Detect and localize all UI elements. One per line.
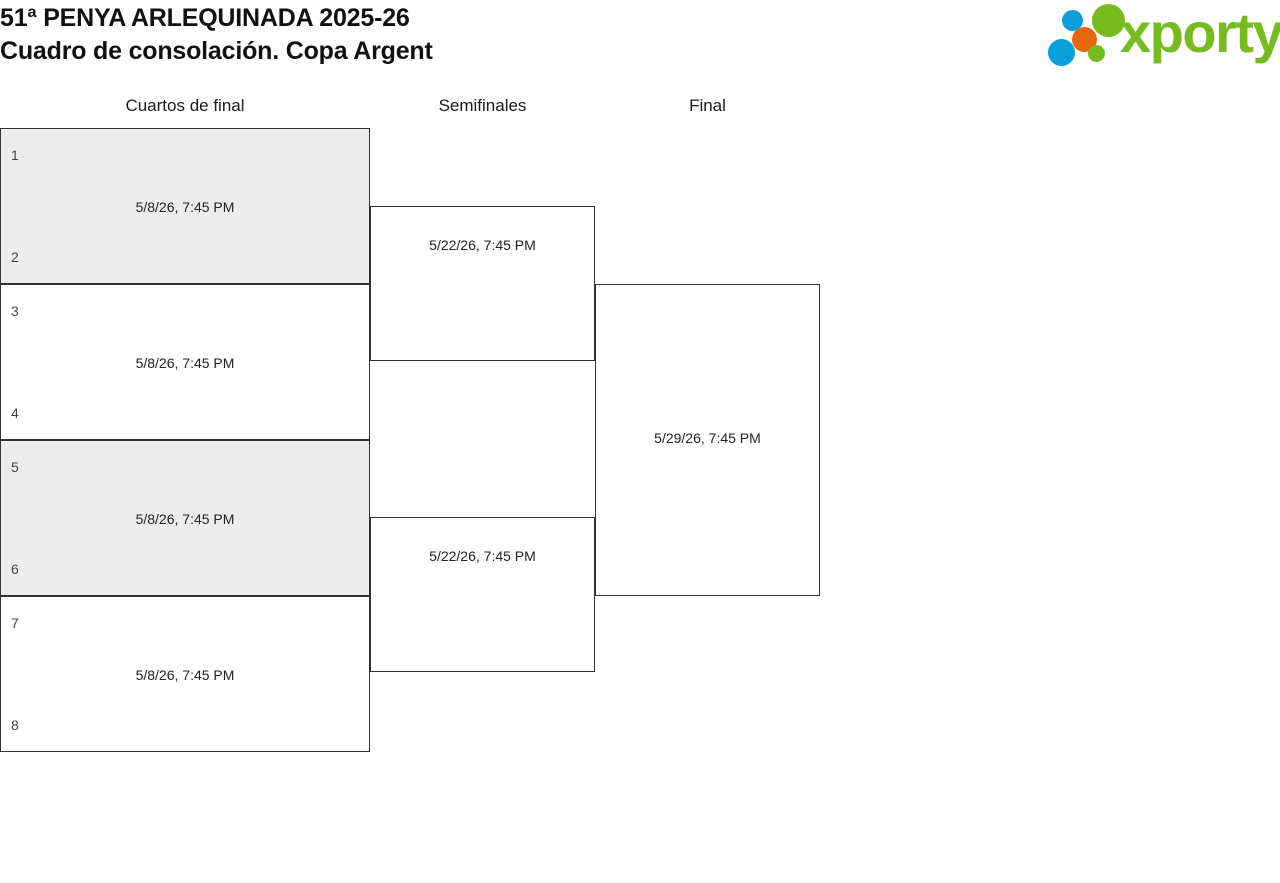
match-quarterfinal-1[interactable]: 1 5/8/26, 7:45 PM 2: [0, 128, 370, 284]
match-slot-top: 5: [11, 459, 19, 475]
match-date: 5/8/26, 7:45 PM: [135, 355, 235, 371]
logo-wordmark: xporty: [1120, 1, 1280, 64]
xporty-logo[interactable]: xporty: [1048, 2, 1280, 66]
tournament-name: 51ª PENYA ARLEQUINADA 2025-26: [0, 4, 410, 32]
match-quarterfinal-3[interactable]: 5 5/8/26, 7:45 PM 6: [0, 440, 370, 596]
logo-dot-blue-large-icon: [1048, 39, 1075, 66]
match-slot-bottom: 8: [11, 717, 19, 733]
logo-dot-blue-small-icon: [1062, 10, 1083, 31]
tournament-title-block: 51ª PENYA ARLEQUINADA 2025-26 Cuadro de …: [0, 2, 433, 68]
tournament-subtitle: Cuadro de consolación. Copa Argent: [0, 37, 433, 65]
match-date: 5/29/26, 7:45 PM: [654, 430, 761, 446]
match-quarterfinal-4[interactable]: 7 5/8/26, 7:45 PM 8: [0, 596, 370, 752]
logo-dot-green-small-icon: [1088, 45, 1105, 62]
round-header-quarterfinals: Cuartos de final: [125, 96, 245, 115]
match-slot-top: 7: [11, 615, 19, 631]
match-slot-bottom: 6: [11, 561, 19, 577]
page-header: 51ª PENYA ARLEQUINADA 2025-26 Cuadro de …: [0, 0, 1280, 80]
match-slot-bottom: 2: [11, 249, 19, 265]
match-date: 5/8/26, 7:45 PM: [135, 667, 235, 683]
logo-dots-icon: [1048, 4, 1126, 66]
match-semifinal-2[interactable]: 5/22/26, 7:45 PM: [370, 517, 595, 672]
round-header-semifinals: Semifinales: [438, 96, 527, 115]
match-slot-top: 3: [11, 303, 19, 319]
match-final[interactable]: 5/29/26, 7:45 PM: [595, 284, 820, 596]
match-date: 5/22/26, 7:45 PM: [429, 237, 536, 253]
match-date: 5/8/26, 7:45 PM: [135, 511, 235, 527]
match-quarterfinal-2[interactable]: 3 5/8/26, 7:45 PM 4: [0, 284, 370, 440]
match-date: 5/8/26, 7:45 PM: [135, 199, 235, 215]
round-header-final: Final: [689, 96, 726, 115]
match-slot-top: 1: [11, 147, 19, 163]
match-date: 5/22/26, 7:45 PM: [429, 548, 536, 564]
match-slot-bottom: 4: [11, 405, 19, 421]
bracket-grid: 1 5/8/26, 7:45 PM 2 3 5/8/26, 7:45 PM 4 …: [0, 128, 1280, 758]
match-semifinal-1[interactable]: 5/22/26, 7:45 PM: [370, 206, 595, 361]
logo-dot-green-large-icon: [1092, 4, 1125, 37]
